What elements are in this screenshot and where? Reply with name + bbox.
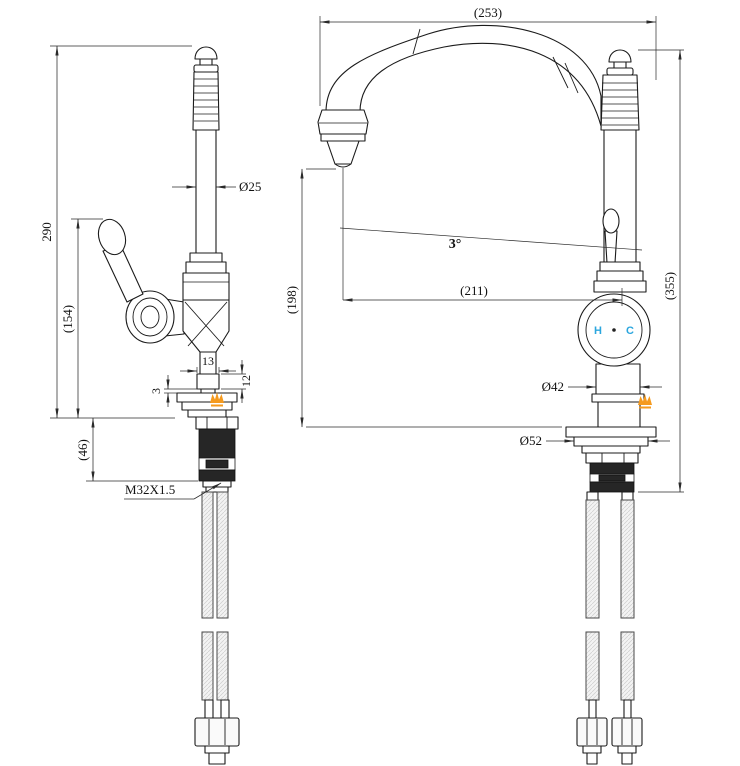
hot-label: H [594,325,602,337]
hot-cold-indicator: H C [577,293,651,367]
dim-spout-angle-3deg: 3° [339,227,643,252]
dim-column-diameter-25: Ø25 [172,179,261,194]
body-ring [591,393,645,403]
dim-label-body-height: (154) [60,305,75,333]
dim-spout-reach-211: (211) [342,168,623,306]
hose-nut-left [194,717,240,765]
collar-front-2 [596,270,644,282]
collar-front-1 [599,261,641,272]
dim-overall-height-290: 290 [39,45,192,419]
collar-ring-1 [189,252,223,263]
outlet-piece [196,373,220,390]
dim-base-gap-3: 3 [149,375,199,407]
dim-outlet-width-13: 13 [180,354,236,373]
thread-spec-label: M32X1.5 [125,482,175,497]
spout-column [195,129,217,254]
dim-body-height-154: (154) [60,218,103,419]
top-finial [193,46,219,73]
dim-overall-reach-253: (253) [319,5,657,106]
faucet-front-body: H C [317,24,657,765]
top-finial-front [606,49,634,76]
hose-nut-right-1 [576,717,608,765]
bead-lines-front [602,82,638,126]
upper-body [182,272,230,301]
dim-label-shank-length: (46) [75,439,90,461]
collar-ring-2 [185,261,227,274]
faceted-body [182,299,230,353]
right-view-dimensions: (253) (355) (198) (211) [284,5,684,493]
spout-bell [317,109,369,168]
outlet-step [200,388,216,394]
cold-label: C [626,325,634,337]
dim-label-base-gap: 3 [149,388,163,394]
dim-label-outlet-width: 13 [202,354,214,368]
dim-label-flange-diameter: Ø52 [520,433,542,448]
dim-spout-height-198: (198) [284,168,562,428]
left-view-dimensions: 290 (154) (46) Ø25 13 [39,45,261,500]
dim-outlet-height-12: 12 [221,360,253,403]
dim-label-body-diameter: Ø42 [542,379,564,394]
dim-label-spout-height: (198) [284,286,299,314]
dim-body-diameter-42: Ø42 [542,379,662,394]
collar-front-3 [593,280,647,293]
supply-hoses-right [576,491,643,765]
dim-flange-diameter-52: Ø52 [520,433,670,448]
hose-nut-right-2 [611,717,643,765]
lower-body [597,401,641,428]
dim-label-outlet-height: 12 [239,375,253,387]
indicator-center-screw [612,328,616,332]
bead-lines [194,78,218,122]
dim-label-overall-height-left: 290 [39,222,54,242]
threaded-shank-front [585,452,639,493]
dim-overall-height-355: (355) [638,49,684,493]
dim-label-overall-height-right: (355) [662,272,677,300]
right-view: H C [284,5,684,765]
base-flange [176,392,238,418]
left-view: 290 (154) (46) Ø25 13 [39,45,261,765]
faucet-side-body [97,46,240,765]
threaded-shank [195,416,239,482]
beaded-column [192,71,220,131]
brand-mark-left [210,392,224,407]
dim-label-column-diameter: Ø25 [239,179,261,194]
thread-spec-callout: M32X1.5 [124,482,222,500]
valve-body-lower [595,363,641,395]
dim-label-spout-reach: (211) [460,283,488,298]
dim-label-overall-reach: (253) [474,5,502,20]
brand-mark-right [638,394,652,409]
dim-label-spout-angle: 3° [449,237,462,252]
dim-shank-length-46: (46) [75,417,198,482]
beaded-column-front [600,74,640,131]
handle-side [97,218,185,344]
